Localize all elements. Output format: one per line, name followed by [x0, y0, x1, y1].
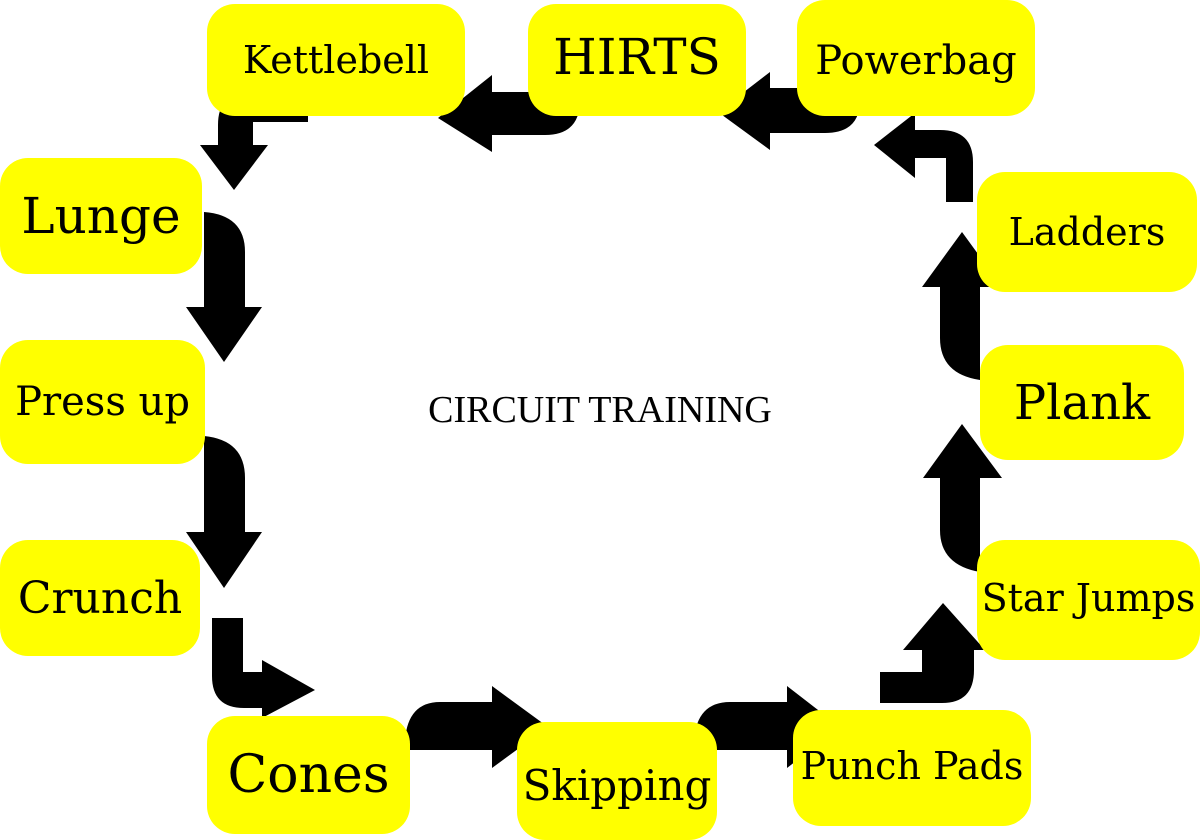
node-label: Crunch	[17, 572, 183, 624]
arrow-pressup-to-crunch	[186, 436, 262, 588]
arrow-starjumps-to-plank	[923, 424, 1002, 572]
node-label: Punch Pads	[800, 744, 1024, 788]
node-label: Powerbag	[815, 38, 1017, 84]
node-label: Kettlebell	[242, 38, 430, 82]
arrow-cones-to-skipping	[405, 686, 548, 768]
node-label: HIRTS	[553, 28, 721, 86]
node-label: Plank	[1013, 374, 1151, 431]
arrow-ladders-to-powerbag	[874, 113, 973, 202]
node-label: Star Jumps	[981, 576, 1196, 620]
arrow-lunge-to-pressup	[186, 212, 262, 362]
node-star-jumps: Star Jumps	[977, 540, 1200, 660]
node-skipping: Skipping	[517, 722, 717, 840]
node-cones: Cones	[207, 716, 410, 834]
node-ladders: Ladders	[977, 172, 1197, 292]
arrow-kettlebell-to-lunge	[200, 92, 308, 190]
node-label: Ladders	[1008, 210, 1166, 254]
node-label: Press up	[15, 379, 190, 425]
node-crunch: Crunch	[0, 540, 200, 656]
node-plank: Plank	[980, 345, 1184, 460]
node-press-up: Press up	[0, 340, 205, 464]
node-punch-pads: Punch Pads	[793, 710, 1031, 826]
diagram-title: CIRCUIT TRAINING	[428, 389, 772, 431]
node-label: Skipping	[522, 760, 712, 810]
node-lunge: Lunge	[0, 158, 202, 274]
node-hirts: HIRTS	[528, 4, 746, 116]
arrow-crunch-to-cones	[212, 618, 315, 718]
node-kettlebell: Kettlebell	[207, 4, 465, 116]
node-label: Lunge	[21, 187, 181, 245]
node-label: Cones	[227, 745, 390, 805]
node-powerbag: Powerbag	[797, 0, 1035, 116]
arrow-punchpads-to-starjumps	[880, 603, 985, 703]
